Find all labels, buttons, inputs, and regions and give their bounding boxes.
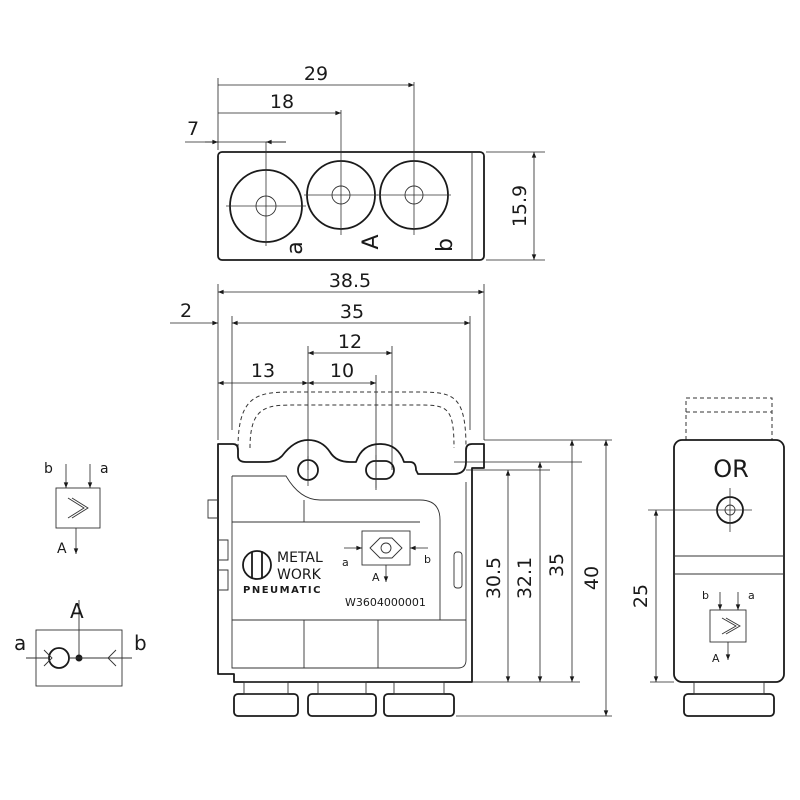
- front-dashed-bracket: [237, 391, 467, 449]
- side-port-circle: [648, 488, 752, 532]
- dim-35-top: 35: [340, 301, 364, 323]
- side-view: OR b a A 25: [630, 397, 785, 717]
- front-symbol-A: A: [372, 571, 380, 584]
- dim-10: 10: [330, 360, 354, 382]
- brand-line3: PNEUMATIC: [243, 585, 322, 596]
- front-mount-slot: [365, 460, 395, 480]
- dim-18: 18: [270, 91, 294, 113]
- front-view: 38.5 35 2 12 13 10: [170, 270, 612, 717]
- dim-7: 7: [187, 118, 199, 140]
- top-port-a-label: a: [283, 241, 308, 254]
- part-number: W3604000001: [345, 596, 426, 609]
- dim-35-right: 35: [546, 553, 568, 577]
- side-title-or: OR: [713, 455, 749, 483]
- left-small-symbol: [55, 464, 101, 554]
- dim-25: 25: [630, 584, 652, 608]
- top-port-A-label: A: [359, 234, 384, 249]
- top-view-body: [217, 151, 485, 261]
- left-large-b: b: [134, 631, 147, 655]
- bottom-fitting-1: [233, 693, 299, 717]
- dim-12: 12: [338, 331, 362, 353]
- dim-29: 29: [304, 63, 328, 85]
- dim-2: 2: [180, 300, 192, 322]
- brand-line2: WORK: [277, 567, 322, 583]
- top-port-b-label: b: [433, 238, 458, 252]
- front-body-outline: [217, 439, 485, 683]
- front-symbol-b: b: [424, 553, 431, 566]
- side-valve-symbol: [709, 592, 747, 660]
- front-valve-symbol: [344, 530, 428, 582]
- dim-40: 40: [581, 566, 603, 590]
- left-small-A: A: [57, 541, 67, 557]
- left-large-A: A: [70, 599, 84, 623]
- dim-38-5: 38.5: [329, 270, 371, 292]
- left-large-a: a: [14, 631, 26, 655]
- dim-32-1: 32.1: [514, 557, 536, 599]
- bottom-fitting-2: [307, 693, 377, 717]
- left-small-b: b: [44, 461, 53, 477]
- side-symbol-b: b: [702, 589, 709, 602]
- front-symbol-a: a: [342, 556, 349, 569]
- metal-work-logo: [242, 550, 272, 580]
- bottom-fitting-3: [383, 693, 455, 717]
- dim-30-5: 30.5: [483, 557, 505, 599]
- side-fitting: [683, 693, 775, 717]
- brand-line1: METAL: [277, 550, 323, 566]
- side-symbol-a: a: [748, 589, 755, 602]
- side-symbol-A: A: [712, 652, 720, 665]
- left-small-a: a: [100, 461, 109, 477]
- left-large-symbol: [26, 600, 132, 687]
- dim-15-9: 15.9: [509, 185, 531, 227]
- dim-13: 13: [251, 360, 275, 382]
- top-view: a A b 29 18 7 15.9: [185, 63, 545, 261]
